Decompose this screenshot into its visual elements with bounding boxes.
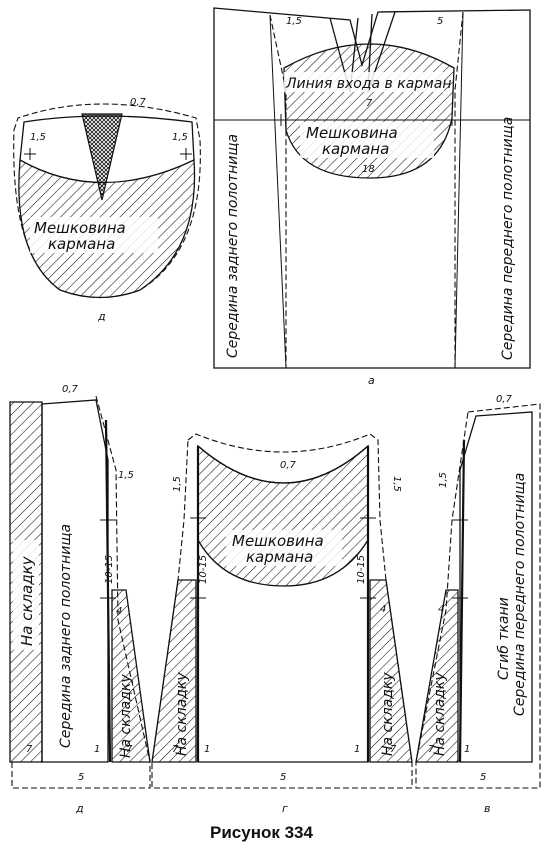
panel-g-dim-7l: 7	[172, 744, 179, 755]
panel-v-dim-side: 1,5	[438, 472, 449, 488]
panel-d-dim-7a: 7	[26, 744, 33, 755]
panel-v-edge	[458, 439, 466, 763]
panel-g-fold-right	[369, 579, 413, 763]
panel-g-dim-side-r: 1,5	[391, 476, 402, 492]
panel-v-dim-5: 5	[480, 772, 486, 783]
panel-g-letter: г	[282, 802, 288, 815]
panel-d-top-bag-label-2: кармана	[48, 235, 115, 253]
panel-a-entry-label: Линия входа в карман	[285, 76, 451, 92]
panel-a-front-center: Середина переднего полотнища	[500, 117, 516, 360]
panel-g-bag-label-1: Мешковина	[232, 532, 324, 550]
panel-v-fold-triangle	[415, 589, 459, 763]
panel-a-dim-right: 5	[437, 16, 443, 27]
panel-v-dim-7: 7	[428, 744, 435, 755]
panel-a-dim-left: 1,5	[286, 16, 302, 27]
panel-g-dim-1r: 1	[354, 744, 360, 755]
panel-a-dim-bottom: 18	[362, 164, 375, 175]
panel-d-fold-label: На складку	[18, 555, 36, 646]
panel-v-dim-top: 0,7	[496, 394, 513, 405]
panel-d-dim-range: 10-15	[104, 555, 115, 584]
panel-v-dim-1: 1	[464, 744, 470, 755]
panel-g-dim-5: 5	[280, 772, 286, 783]
panel-d-letter: д	[75, 802, 84, 815]
panel-d-hem	[11, 762, 151, 789]
panel-g-dim-range-l: 10-15	[198, 555, 209, 584]
panel-d-dim-side: 1,5	[118, 470, 134, 481]
panel-g-dim-1l: 1	[204, 744, 210, 755]
panel-d-dim-4: 4	[116, 606, 122, 617]
panel-d: На складку Середина заднего полотнища На…	[9, 384, 151, 815]
panel-d-dim-1: 1	[94, 744, 100, 755]
panel-d-top-dim-left: 1,5	[30, 132, 46, 143]
panel-a-dim-mid: 7	[366, 98, 373, 109]
panel-a-line-left	[269, 14, 287, 369]
panel-d-piece	[41, 399, 109, 763]
panel-g-seam	[151, 433, 413, 789]
panel-g-pocket-top	[197, 445, 369, 484]
panel-a-letter: а	[368, 374, 375, 387]
panel-d-fold-right: На складку	[118, 674, 134, 758]
panel-g-fold-left-label: На складку	[174, 672, 190, 756]
panel-d-top-dim-right: 1,5	[172, 132, 188, 143]
panel-a-outline	[213, 7, 531, 369]
panel-d-dim-5: 5	[78, 772, 84, 783]
panel-v: На складку Сгиб ткани Середина переднего…	[415, 394, 541, 815]
panel-v-fabric-fold: Сгиб ткани	[496, 597, 512, 680]
panel-d-top-bag-label-1: Мешковина	[34, 219, 126, 237]
panel-d-edge	[104, 419, 112, 763]
panel-g-fold-left	[151, 579, 197, 763]
panel-g-fold-right-label: На складку	[380, 672, 396, 756]
panel-v-front-center: Середина переднего полотнища	[512, 473, 528, 716]
panel-a: Линия входа в карман Мешковина кармана 1…	[213, 7, 531, 387]
panel-d-top: Мешковина кармана 0,7 1,5 1,5 д	[13, 97, 201, 323]
panel-v-dim-4: 4	[438, 604, 444, 615]
panel-g: Мешковина кармана На складку На складку …	[151, 433, 413, 815]
panel-g-dim-range-r: 10-15	[356, 555, 367, 584]
panel-d-dim-7b: 7	[126, 744, 133, 755]
panel-d-top-letter: д	[97, 310, 106, 323]
panel-g-bag-label-2: кармана	[246, 548, 313, 566]
figure-caption: Рисунок 334	[210, 823, 313, 842]
panel-a-bag-label-2: кармана	[322, 140, 389, 158]
panel-d-back-center: Середина заднего полотнища	[58, 524, 74, 748]
panel-g-dim-top: 0,7	[280, 460, 297, 471]
panel-v-letter: в	[484, 802, 490, 815]
panel-g-dim-side-l: 1,5	[172, 476, 183, 492]
panel-a-seam-right	[454, 11, 464, 368]
panel-a-line-right	[454, 11, 464, 369]
panel-a-back-center: Середина заднего полотнища	[225, 134, 241, 358]
panel-v-seam	[415, 403, 541, 789]
panel-d-dim-top: 0,7	[62, 384, 79, 395]
panel-a-bag-label-1: Мешковина	[306, 124, 398, 142]
panel-d-top-dim-top: 0,7	[130, 97, 147, 108]
panel-g-dim-4: 4	[380, 604, 386, 615]
panel-d-top-tick-right	[180, 148, 192, 160]
panel-g-dim-7r: 7	[390, 744, 397, 755]
panel-d-top-dart	[81, 113, 123, 201]
panel-d-top-tick-left	[24, 148, 36, 160]
panel-v-fold-label: На складку	[432, 672, 448, 756]
